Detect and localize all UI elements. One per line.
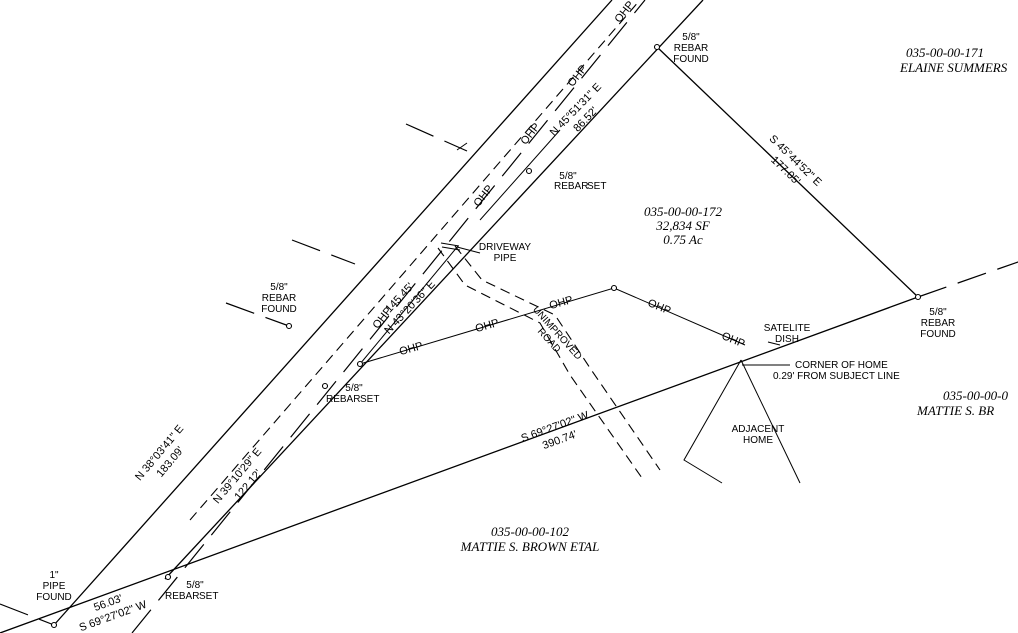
driveway-label-2: PIPE xyxy=(494,253,517,264)
ohp-label-7: OHP xyxy=(472,183,496,209)
rebar-set-mid xyxy=(321,382,329,390)
label-pipe-found-sw: 1" PIPE FOUND xyxy=(36,570,72,603)
ohp-label-2: OHP xyxy=(474,317,500,335)
label-rebar-set-sw: 5/8" REBAR SET xyxy=(165,580,218,602)
east-parcel-id: 035-00-00-0 xyxy=(943,388,1008,403)
driveway-pipe-a xyxy=(440,242,460,247)
svg-text:REBAR: REBAR xyxy=(262,293,296,304)
ref-tick-1 xyxy=(405,123,468,152)
home-corner-line xyxy=(740,359,801,484)
svg-text:REBAR: REBAR xyxy=(326,394,360,405)
svg-text:FOUND: FOUND xyxy=(673,54,709,65)
ohp-label-9: OHP xyxy=(566,63,590,89)
label-rebar-set-mid: 5/8" REBAR SET xyxy=(326,383,379,405)
label-rebar-found-ne: 5/8" REBAR FOUND xyxy=(673,32,709,65)
svg-text:5/8": 5/8" xyxy=(682,32,700,43)
unimproved-road-edge-2 xyxy=(454,245,661,471)
driveway-pipe-b xyxy=(441,246,461,251)
boundary-south-extension xyxy=(917,261,1018,298)
dish-leader xyxy=(767,341,781,346)
pipe-found-sw xyxy=(50,621,58,629)
label-rebar-set-north: 5/8" REBAR SET xyxy=(554,171,606,192)
svg-text:5/8": 5/8" xyxy=(929,307,947,318)
svg-text:REBAR: REBAR xyxy=(554,181,588,192)
label-rebar-found-west: 5/8" REBAR FOUND xyxy=(261,282,297,315)
svg-text:REBAR: REBAR xyxy=(165,591,199,602)
svg-text:5/8": 5/8" xyxy=(270,282,288,293)
svg-text:REBAR: REBAR xyxy=(921,318,955,329)
ref-tick-2 xyxy=(291,239,356,265)
svg-text:FOUND: FOUND xyxy=(920,329,956,340)
driveway-leader xyxy=(456,246,481,254)
boundary-west-extension xyxy=(0,603,55,626)
home-label-1: ADJACENT xyxy=(732,424,785,435)
ohp-label-10: OHP xyxy=(613,0,637,25)
svg-text:FOUND: FOUND xyxy=(261,304,297,315)
east-parcel-owner: MATTIE S. BR xyxy=(916,403,994,418)
svg-text:SET: SET xyxy=(360,394,379,405)
subject-parcel-ac: 0.75 Ac xyxy=(663,232,703,247)
corner-label-2: 0.29' FROM SUBJECT LINE xyxy=(773,371,900,382)
boundary-south xyxy=(0,296,919,633)
rebar-found-se xyxy=(914,293,922,301)
road-east-row-line xyxy=(164,0,704,580)
subject-parcel-id: 035-00-00-172 xyxy=(644,204,722,219)
driveway-label-1: DRIVEWAY xyxy=(479,242,532,253)
svg-text:5/8": 5/8" xyxy=(559,171,577,182)
svg-text:5/8": 5/8" xyxy=(186,580,204,591)
ohp-label-4: OHP xyxy=(646,297,673,317)
ohp-label-5: OHP xyxy=(720,330,747,350)
dish-label-2: DISH xyxy=(775,334,799,345)
pole-1 xyxy=(356,360,364,368)
boundary-east xyxy=(656,46,919,298)
unimproved-road-edge-1 xyxy=(437,247,643,479)
rebar-set-north xyxy=(525,167,533,175)
corner-label-1: CORNER OF HOME xyxy=(795,360,888,371)
ohp-line-west xyxy=(189,0,641,521)
ohp-line-road xyxy=(359,245,459,365)
svg-text:FOUND: FOUND xyxy=(36,592,72,603)
pole-2 xyxy=(610,284,618,292)
ne-parcel-id: 035-00-00-171 xyxy=(906,45,984,60)
svg-text:5/8": 5/8" xyxy=(345,383,363,394)
rebar-found-ne xyxy=(653,43,661,51)
svg-text:SET: SET xyxy=(199,591,218,602)
south-parcel-owner: MATTIE S. BROWN ETAL xyxy=(460,539,600,554)
ohp-label-3: OHP xyxy=(548,294,574,312)
svg-text:SET: SET xyxy=(587,181,606,192)
rebar-found-west xyxy=(285,322,293,330)
ref-tick-4 xyxy=(456,142,468,151)
svg-text:REBAR: REBAR xyxy=(674,43,708,54)
ohp-label-1: OHP xyxy=(398,340,424,358)
label-rebar-found-se: 5/8" REBAR FOUND xyxy=(920,307,956,340)
ohp-line-road-2 xyxy=(479,129,561,221)
ref-tick-3 xyxy=(225,302,290,327)
subject-parcel-sf: 32,834 SF xyxy=(655,218,711,233)
ne-parcel-owner: ELAINE SUMMERS xyxy=(899,60,1008,75)
road-west-row-line xyxy=(53,0,613,626)
adjacent-home-outline xyxy=(683,359,742,484)
home-label-2: HOME xyxy=(743,435,773,446)
svg-text:PIPE: PIPE xyxy=(43,581,66,592)
rebar-set-sw xyxy=(164,573,172,581)
south-parcel-id: 035-00-00-102 xyxy=(491,524,569,539)
dish-label-1: SATELITE xyxy=(764,323,811,334)
svg-text:1": 1" xyxy=(49,570,59,581)
ohp-label-8: OHP xyxy=(519,121,543,147)
road-centerline xyxy=(131,0,646,633)
